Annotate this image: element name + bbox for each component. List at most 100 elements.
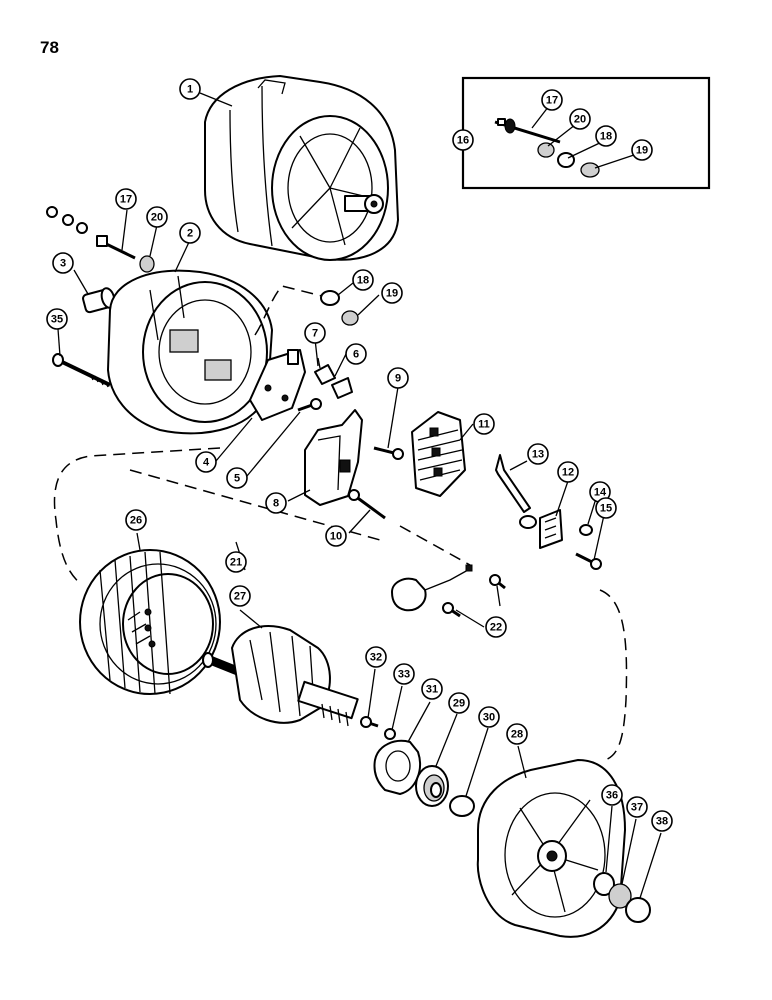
callout-c26: 26 xyxy=(125,509,147,531)
screw-9 xyxy=(373,446,404,460)
callout-circle xyxy=(381,282,403,304)
callout-label: 31 xyxy=(426,684,438,696)
callout-circle xyxy=(265,492,287,514)
callout-c17b: 17 xyxy=(115,188,137,210)
screw-32 xyxy=(360,716,379,728)
callout-circle xyxy=(569,108,591,130)
callout-c10: 10 xyxy=(325,525,347,547)
callout-circle xyxy=(393,663,415,685)
through-bolt xyxy=(52,353,111,388)
callout-c30: 30 xyxy=(478,706,500,728)
regulator xyxy=(249,349,306,421)
callout-label: 18 xyxy=(600,131,612,143)
callout-c22: 22 xyxy=(485,616,507,638)
capacitor-bracket xyxy=(495,454,531,513)
callout-circle xyxy=(506,723,528,745)
connector-dashed-right xyxy=(599,589,628,761)
screw-15 xyxy=(575,552,602,570)
callout-label: 3 xyxy=(60,258,66,270)
brush-holder xyxy=(304,409,363,506)
callout-label: 20 xyxy=(151,212,163,224)
callout-circle xyxy=(179,222,201,244)
connector-dashed-loop xyxy=(53,447,221,586)
callout-label: 17 xyxy=(546,95,558,107)
callout-circle xyxy=(52,252,74,274)
callout-c3: 3 xyxy=(52,252,74,274)
callout-label: 26 xyxy=(130,515,142,527)
callout-c9: 9 xyxy=(387,367,409,389)
callout-label: 17 xyxy=(120,194,132,206)
callout-c12: 12 xyxy=(557,461,579,483)
page-number: 78 xyxy=(40,38,59,57)
callout-label: 18 xyxy=(357,275,369,287)
callout-c37: 37 xyxy=(626,796,648,818)
callout-c18a: 18 xyxy=(595,125,617,147)
callout-label: 12 xyxy=(562,467,574,479)
callout-c8: 8 xyxy=(265,492,287,514)
callout-label: 15 xyxy=(600,503,612,515)
callout-circle xyxy=(527,443,549,465)
callout-circle xyxy=(473,413,495,435)
callout-c33: 33 xyxy=(393,663,415,685)
washer-37 xyxy=(608,883,632,909)
callout-c31: 31 xyxy=(421,678,443,700)
screw-10 xyxy=(348,489,386,520)
callout-c18b: 18 xyxy=(352,269,374,291)
callout-circle xyxy=(557,461,579,483)
callout-circle xyxy=(485,616,507,638)
callout-label: 35 xyxy=(51,314,63,326)
brush-lead-12 xyxy=(519,509,563,549)
callout-label: 22 xyxy=(490,622,502,634)
inset-stud xyxy=(494,118,561,144)
callout-c4: 4 xyxy=(195,451,217,473)
callout-label: 30 xyxy=(483,712,495,724)
callout-c38: 38 xyxy=(651,810,673,832)
callout-label: 13 xyxy=(532,449,544,461)
inset-washer xyxy=(557,152,575,168)
retainer-plate xyxy=(373,740,421,795)
callout-circle xyxy=(179,78,201,100)
callout-circle xyxy=(46,308,68,330)
callout-label: 33 xyxy=(398,669,410,681)
callout-c7: 7 xyxy=(304,322,326,344)
washer-33 xyxy=(384,728,396,740)
callout-circle xyxy=(195,451,217,473)
callout-circle xyxy=(595,497,617,519)
callout-label: 4 xyxy=(203,457,210,469)
callout-c17a: 17 xyxy=(541,89,563,111)
callout-circle xyxy=(626,796,648,818)
callout-c32: 32 xyxy=(365,646,387,668)
callout-label: 11 xyxy=(478,419,490,431)
callout-circle xyxy=(304,322,326,344)
callout-label: 1 xyxy=(187,84,193,96)
callout-label: 19 xyxy=(386,288,398,300)
callout-label: 8 xyxy=(273,498,279,510)
callout-label: 5 xyxy=(234,473,240,485)
callout-circle xyxy=(365,646,387,668)
callout-label: 16 xyxy=(457,135,469,147)
callout-c5: 5 xyxy=(226,467,248,489)
callout-c15: 15 xyxy=(595,497,617,519)
callout-label: 20 xyxy=(574,114,586,126)
callout-balloons: 1234567891011121314151617201819172018192… xyxy=(46,78,673,832)
callout-label: 36 xyxy=(606,790,618,802)
terminal-hardware-left xyxy=(46,206,155,273)
alternator-assembly xyxy=(204,75,399,261)
callout-c29: 29 xyxy=(448,692,470,714)
callout-circle xyxy=(631,139,653,161)
callout-label: 32 xyxy=(370,652,382,664)
callout-circle xyxy=(651,810,673,832)
screw-5 xyxy=(297,398,322,412)
callout-circle xyxy=(452,129,474,151)
leader-lines xyxy=(57,92,662,899)
callout-c16: 16 xyxy=(452,129,474,151)
capacitor xyxy=(391,564,473,612)
callout-circle xyxy=(325,525,347,547)
callout-label: 21 xyxy=(230,557,242,569)
diode-trio xyxy=(314,357,353,399)
callout-circle xyxy=(229,585,251,607)
connector-dashed-top xyxy=(254,285,331,336)
callout-c13: 13 xyxy=(527,443,549,465)
drive-end-frame xyxy=(476,759,626,938)
